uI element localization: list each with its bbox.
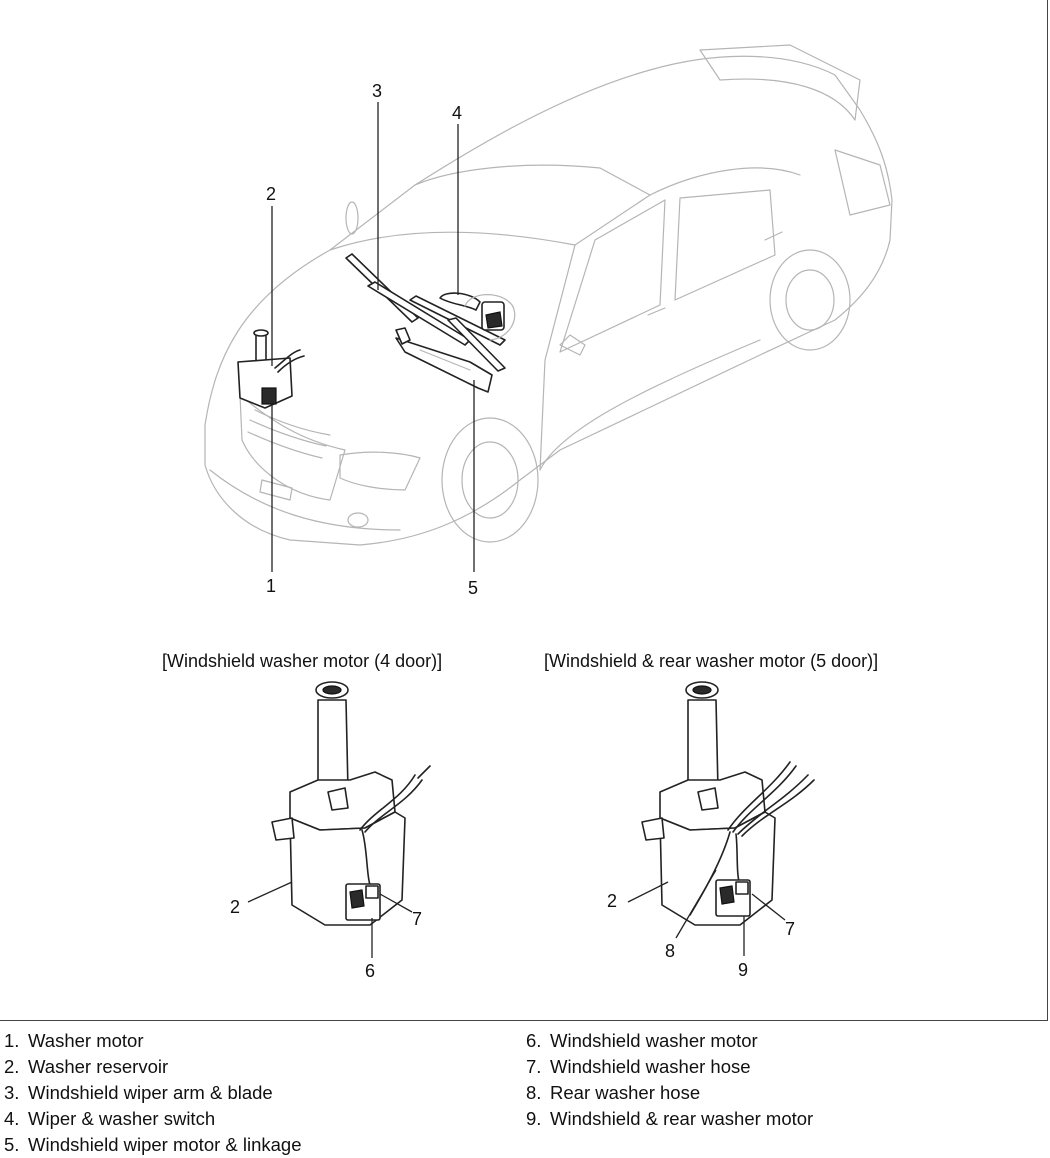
figure-frame [0, 0, 1048, 1021]
caption-4-door: [Windshield washer motor (4 door)] [162, 651, 442, 671]
callout-left-6: 6 [365, 961, 375, 981]
legend-column-right: 6.Windshield washer motor 7.Windshield w… [526, 1028, 813, 1132]
legend-item: 8.Rear washer hose [526, 1080, 813, 1106]
legend-label: Windshield wiper arm & blade [28, 1082, 273, 1103]
legend-item: 1.Washer motor [4, 1028, 302, 1054]
legend-item: 5.Windshield wiper motor & linkage [4, 1132, 302, 1158]
callout-left-2: 2 [230, 897, 240, 917]
car-outline [204, 44, 893, 546]
legend-item: 2.Washer reservoir [4, 1054, 302, 1080]
legend-item: 9.Windshield & rear washer motor [526, 1106, 813, 1132]
callout-5: 5 [468, 578, 478, 598]
legend-column-left: 1.Washer motor 2.Washer reservoir 3.Wind… [4, 1028, 302, 1158]
legend-label: Wiper & washer switch [28, 1108, 216, 1129]
diagram-canvas: 1 2 3 4 5 [Windshield washer motor (4 do… [162, 44, 893, 981]
callout-right-9: 9 [738, 960, 748, 980]
callout-3: 3 [372, 81, 382, 101]
callout-right-7: 7 [785, 919, 795, 939]
legend-label: Washer motor [28, 1030, 144, 1051]
parts-legend: 1.Washer motor 2.Washer reservoir 3.Wind… [0, 1028, 1050, 1158]
reservoir-4-door [247, 681, 431, 958]
legend-item: 4.Wiper & washer switch [4, 1106, 302, 1132]
callout-4: 4 [452, 103, 462, 123]
wiper-motor-linkage [395, 327, 493, 393]
legend-item: 3.Windshield wiper arm & blade [4, 1080, 302, 1106]
wiper-arm-blade [345, 253, 506, 372]
component-location-figure: 1 2 3 4 5 [Windshield washer motor (4 do… [0, 0, 1048, 1021]
legend-label: Windshield & rear washer motor [550, 1108, 814, 1129]
legend-label: Windshield washer hose [550, 1056, 751, 1077]
legend-label: Windshield washer motor [550, 1030, 758, 1051]
top-leader-lines [271, 102, 475, 572]
legend-label: Rear washer hose [550, 1082, 701, 1103]
callout-left-7: 7 [412, 909, 422, 929]
legend-label: Washer reservoir [28, 1056, 169, 1077]
wiper-washer-switch [439, 292, 516, 341]
legend-item: 6.Windshield washer motor [526, 1028, 813, 1054]
legend-item: 7.Windshield washer hose [526, 1054, 813, 1080]
legend-label: Windshield wiper motor & linkage [28, 1134, 302, 1155]
callout-2: 2 [266, 184, 276, 204]
callout-1: 1 [266, 576, 276, 596]
reservoir-5-door [627, 681, 815, 956]
caption-5-door: [Windshield & rear washer motor (5 door)… [544, 651, 878, 671]
washer-reservoir-on-car [237, 329, 305, 409]
callout-right-2: 2 [607, 891, 617, 911]
callout-right-8: 8 [665, 941, 675, 961]
